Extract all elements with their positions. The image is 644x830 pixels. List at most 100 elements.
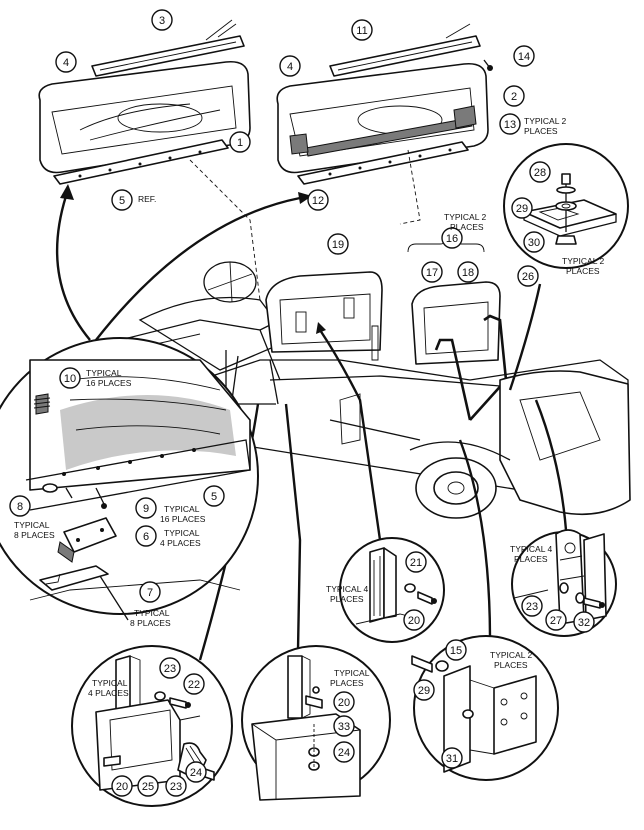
callout-19: 19 xyxy=(327,233,349,255)
callout-27: 27 xyxy=(545,609,567,631)
note-bc-b: PLACES xyxy=(330,678,364,688)
callout-23: 23 xyxy=(165,775,187,797)
note-16-b: 16 PLACES xyxy=(86,378,132,388)
callout-circle xyxy=(403,609,425,631)
callout-24: 24 xyxy=(333,741,355,763)
callout-18: 18 xyxy=(457,261,479,283)
callout-number: 11 xyxy=(356,25,367,37)
callout-14: 14 xyxy=(513,45,535,67)
callout-number: 17 xyxy=(426,267,438,279)
note-bc-a: TYPICAL xyxy=(334,668,370,678)
callout-circle xyxy=(203,485,225,507)
callout-29: 29 xyxy=(511,197,533,219)
callout-number: 2 xyxy=(511,91,517,103)
callout-number: 20 xyxy=(338,697,350,709)
callout-33: 33 xyxy=(333,715,355,737)
callout-circle xyxy=(421,261,443,283)
callout-circle xyxy=(351,19,373,41)
callout-number: 8 xyxy=(17,501,23,513)
callout-circle xyxy=(441,227,463,249)
callout-30: 30 xyxy=(523,231,545,253)
callout-number: 19 xyxy=(332,239,344,251)
callout-number: 13 xyxy=(504,119,516,131)
callout-circle xyxy=(545,609,567,631)
callout-4: 4 xyxy=(279,55,301,77)
callout-number: 15 xyxy=(450,645,462,657)
callout-5: 5 xyxy=(203,485,225,507)
seat-cushion-left xyxy=(38,19,251,185)
callout-4: 4 xyxy=(55,51,77,73)
callout-circle xyxy=(529,161,551,183)
callout-number: 21 xyxy=(410,557,422,569)
callout-circle xyxy=(137,775,159,797)
callout-circle xyxy=(135,497,157,519)
note-13-b: PLACES xyxy=(524,126,558,136)
detail-seat-hinge xyxy=(411,635,559,781)
detail-left-large xyxy=(0,337,259,621)
callout-number: 1 xyxy=(237,137,243,149)
callout-number: 5 xyxy=(211,491,217,503)
note-7-a: TYPICAL xyxy=(134,608,170,618)
note-8-b: 8 PLACES xyxy=(14,530,55,540)
callout-number: 5 xyxy=(119,195,125,207)
callout-13: 13 xyxy=(499,113,521,135)
callout-number: 4 xyxy=(287,61,293,73)
note-9-b: 16 PLACES xyxy=(160,514,206,524)
callout-number: 25 xyxy=(142,781,154,793)
callout-circle xyxy=(573,611,595,633)
callout-circle xyxy=(517,265,539,287)
callout-number: 23 xyxy=(170,781,182,793)
callout-circle xyxy=(441,747,463,769)
callout-31: 31 xyxy=(441,747,463,769)
callout-number: 16 xyxy=(446,233,458,245)
callout-circle xyxy=(135,525,157,547)
callout-15: 15 xyxy=(445,639,467,661)
callout-32: 32 xyxy=(573,611,595,633)
callout-circle xyxy=(521,595,543,617)
callout-number: 23 xyxy=(164,663,176,675)
callout-1: 1 xyxy=(229,131,251,153)
note-ref: REF. xyxy=(138,194,156,204)
callout-circle xyxy=(405,551,427,573)
callout-number: 27 xyxy=(550,615,562,627)
callout-7: 7 xyxy=(139,581,161,603)
callout-circle xyxy=(229,131,251,153)
callout-16: 16 xyxy=(441,227,463,249)
callout-number: 24 xyxy=(190,767,202,779)
note-7-b: 8 PLACES xyxy=(130,618,171,628)
callout-6: 6 xyxy=(135,525,157,547)
callout-circle xyxy=(111,189,133,211)
callout-26: 26 xyxy=(517,265,539,287)
callout-number: 14 xyxy=(518,51,530,63)
callout-circle xyxy=(55,51,77,73)
callout-20: 20 xyxy=(111,775,133,797)
callout-circle xyxy=(151,9,173,31)
callout-circle xyxy=(159,657,181,679)
callout-number: 24 xyxy=(338,747,350,759)
callout-circle xyxy=(333,691,355,713)
callout-circle xyxy=(457,261,479,283)
note-16-group-b: PLACES xyxy=(450,222,484,232)
callout-number: 31 xyxy=(446,753,458,765)
note-13-a: TYPICAL 2 xyxy=(524,116,566,126)
callout-2: 2 xyxy=(503,85,525,107)
callout-circle xyxy=(279,55,301,77)
callout-23: 23 xyxy=(159,657,181,679)
callout-number: 20 xyxy=(116,781,128,793)
callout-number: 28 xyxy=(534,167,546,179)
callout-circle xyxy=(499,113,521,135)
callout-3: 3 xyxy=(151,9,173,31)
callout-circle xyxy=(165,775,187,797)
callout-9: 9 xyxy=(135,497,157,519)
note-23-right-a: TYPICAL 4 xyxy=(510,544,552,554)
callout-8: 8 xyxy=(9,495,31,517)
callout-circle xyxy=(59,367,81,389)
callout-circle xyxy=(333,741,355,763)
callout-circle xyxy=(327,233,349,255)
note-16-group-a: TYPICAL 2 xyxy=(444,212,486,222)
callout-number: 12 xyxy=(312,195,324,207)
callout-number: 26 xyxy=(522,271,534,283)
callout-circle xyxy=(333,715,355,737)
